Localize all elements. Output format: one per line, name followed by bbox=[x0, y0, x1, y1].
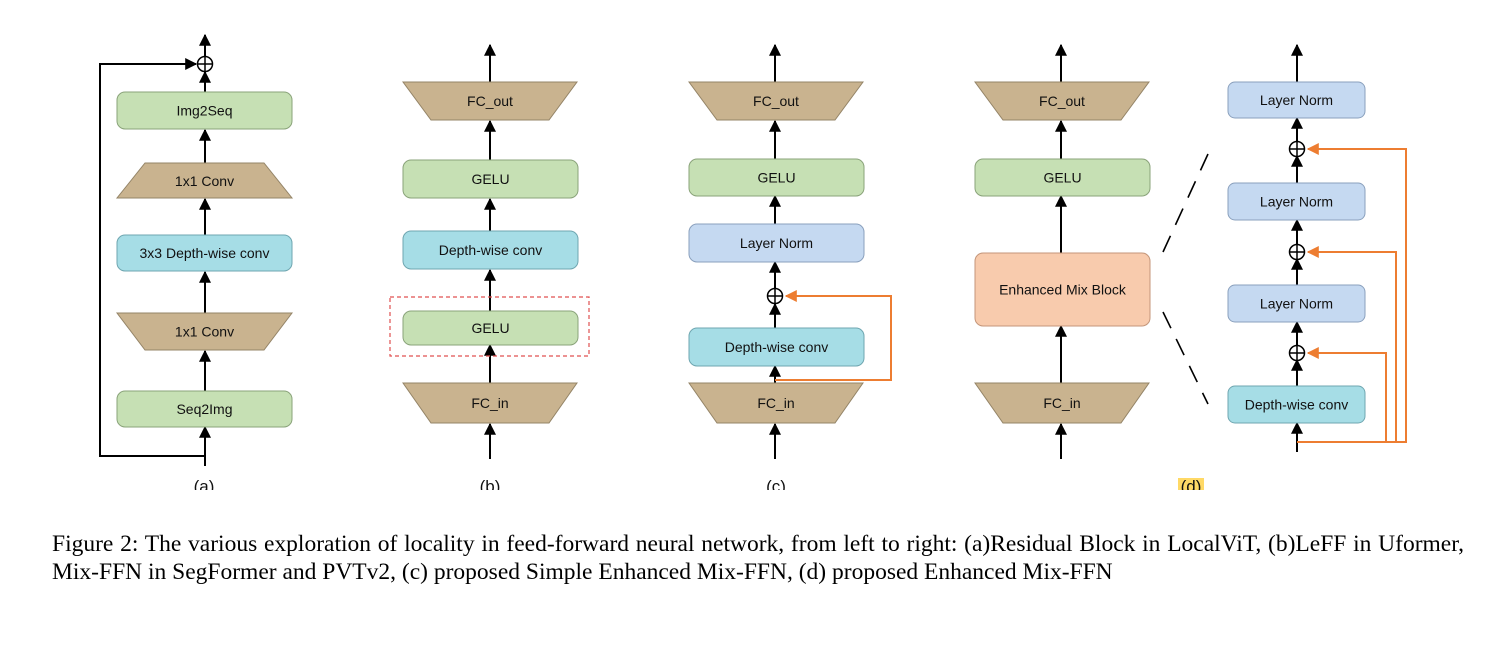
svg-text:FC_in: FC_in bbox=[757, 395, 794, 411]
svg-text:GELU: GELU bbox=[1043, 170, 1081, 186]
svg-text:Layer Norm: Layer Norm bbox=[1260, 194, 1333, 210]
figure-diagram: Img2Seq 1x1 Conv 3x3 Depth-wise conv 1x1… bbox=[99, 33, 1407, 490]
block-fc-out: FC_out bbox=[402, 81, 578, 121]
block-fc-in: FC_in bbox=[974, 382, 1150, 424]
block-fc-in: FC_in bbox=[688, 382, 864, 424]
block-depthwise-conv: Depth-wise conv bbox=[402, 230, 579, 270]
detail-layer-norm-bottom: Layer Norm bbox=[1227, 284, 1366, 323]
residual-connection bbox=[99, 58, 205, 457]
enhanced-mix-detail: Layer Norm Layer Norm Layer Norm Depth-w… bbox=[1227, 43, 1407, 452]
block-seq2img: Seq2Img bbox=[116, 390, 293, 428]
label-highlight bbox=[1178, 478, 1204, 490]
detail-layer-norm-middle: Layer Norm bbox=[1227, 182, 1366, 221]
svg-text:FC_in: FC_in bbox=[471, 395, 508, 411]
block-gelu-top: GELU bbox=[402, 159, 579, 199]
svg-text:Layer Norm: Layer Norm bbox=[1260, 296, 1333, 312]
svg-text:Enhanced Mix Block: Enhanced Mix Block bbox=[999, 282, 1127, 298]
block-fc-in: FC_in bbox=[402, 382, 578, 424]
block-conv1x1-top: 1x1 Conv bbox=[115, 162, 294, 199]
svg-text:FC_out: FC_out bbox=[753, 93, 799, 109]
skip-connection bbox=[1297, 143, 1407, 443]
skip-connection bbox=[775, 290, 892, 381]
svg-text:3x3 Depth-wise conv: 3x3 Depth-wise conv bbox=[140, 245, 270, 261]
block-conv1x1-bottom: 1x1 Conv bbox=[115, 312, 294, 351]
panel-label-a: (a) bbox=[194, 477, 215, 490]
panel-d: FC_out GELU Enhanced Mix Block FC_in bbox=[974, 43, 1407, 490]
block-depthwise-conv: 3x3 Depth-wise conv bbox=[116, 234, 293, 272]
svg-text:Depth-wise conv: Depth-wise conv bbox=[439, 242, 543, 258]
panel-label-c: (c) bbox=[766, 477, 786, 490]
figure-caption: Figure 2: The various exploration of loc… bbox=[52, 531, 1464, 585]
block-fc-out: FC_out bbox=[688, 81, 864, 121]
block-depthwise-conv: Depth-wise conv bbox=[688, 327, 865, 367]
zoom-line-top bbox=[1162, 153, 1209, 253]
highlight-box bbox=[389, 296, 590, 357]
zoom-line-bottom bbox=[1162, 311, 1209, 405]
add-icon bbox=[1288, 243, 1306, 261]
block-enhanced-mix: Enhanced Mix Block bbox=[974, 252, 1151, 327]
panel-label-d: (d) bbox=[1181, 477, 1202, 490]
svg-text:FC_in: FC_in bbox=[1043, 395, 1080, 411]
block-gelu: GELU bbox=[974, 158, 1151, 197]
panel-c: FC_out GELU Layer Norm Depth-wise conv F… bbox=[688, 43, 892, 490]
svg-text:GELU: GELU bbox=[471, 171, 509, 187]
svg-text:Depth-wise conv: Depth-wise conv bbox=[1245, 397, 1349, 413]
svg-text:Layer Norm: Layer Norm bbox=[740, 235, 813, 251]
svg-text:GELU: GELU bbox=[471, 320, 509, 336]
svg-text:1x1 Conv: 1x1 Conv bbox=[175, 173, 234, 189]
detail-depthwise-conv: Depth-wise conv bbox=[1227, 385, 1366, 424]
add-icon bbox=[766, 287, 784, 305]
panel-a: Img2Seq 1x1 Conv 3x3 Depth-wise conv 1x1… bbox=[99, 33, 294, 490]
block-layer-norm: Layer Norm bbox=[688, 223, 865, 263]
svg-text:Layer Norm: Layer Norm bbox=[1260, 92, 1333, 108]
detail-layer-norm-top: Layer Norm bbox=[1227, 81, 1366, 119]
add-icon bbox=[1288, 140, 1306, 158]
svg-text:1x1 Conv: 1x1 Conv bbox=[175, 324, 234, 340]
block-fc-out: FC_out bbox=[974, 81, 1150, 121]
block-img2seq: Img2Seq bbox=[116, 91, 293, 130]
panel-label-b: (b) bbox=[480, 477, 501, 490]
svg-text:GELU: GELU bbox=[757, 170, 795, 186]
svg-text:FC_out: FC_out bbox=[1039, 93, 1085, 109]
add-icon bbox=[1288, 344, 1306, 362]
svg-text:Depth-wise conv: Depth-wise conv bbox=[725, 339, 829, 355]
panel-b: FC_out GELU Depth-wise conv GELU FC_in (… bbox=[389, 43, 590, 490]
svg-text:Seq2Img: Seq2Img bbox=[176, 401, 232, 417]
block-gelu-bottom: GELU bbox=[402, 310, 579, 346]
add-icon bbox=[196, 55, 214, 73]
svg-text:FC_out: FC_out bbox=[467, 93, 513, 109]
svg-text:Img2Seq: Img2Seq bbox=[176, 103, 232, 119]
block-gelu: GELU bbox=[688, 158, 865, 197]
